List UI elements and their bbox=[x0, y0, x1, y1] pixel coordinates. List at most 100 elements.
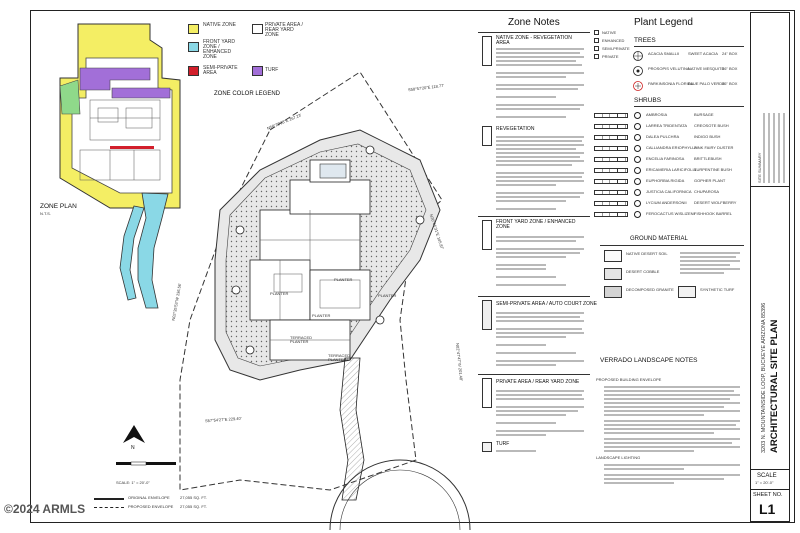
site-summary-box: SITE SUMMARY bbox=[751, 13, 789, 187]
shrub-symbol-icon bbox=[634, 123, 641, 130]
trees-heading: TREES bbox=[634, 37, 656, 44]
swatch-revegetation bbox=[482, 126, 492, 146]
shrub-name: LARREA TRIDENTATA bbox=[646, 123, 688, 128]
ground-swatch bbox=[604, 250, 622, 262]
key-box bbox=[594, 46, 599, 51]
graphic-scale bbox=[116, 461, 176, 466]
zone-notes-heading: PRIVATE AREA / REAR YARD ZONE bbox=[496, 379, 580, 385]
zone-notes-title: Zone Notes bbox=[508, 17, 560, 28]
key-label: SEMI-PRIVATE bbox=[602, 46, 630, 51]
project-address: 3203 N. MOUNTAINSIDE LOOP, BUCKEYE ARIZO… bbox=[761, 302, 767, 453]
tree-name: PROSOPIS VELUTINA bbox=[648, 66, 690, 71]
proposed-envelope-area: 27,055 SQ. FT. bbox=[180, 504, 207, 509]
shrub-symbol-icon bbox=[634, 156, 641, 163]
key-box bbox=[594, 54, 599, 59]
planter-label: PLANTER bbox=[378, 293, 397, 298]
tree-size: 24" BOX bbox=[722, 51, 738, 56]
key-label: PRIVATE bbox=[602, 54, 619, 59]
shrub-symbol-icon bbox=[634, 134, 641, 141]
shrub-common: BRITTLEBUSH bbox=[694, 156, 722, 161]
shrub-name: LYCIUM ANDERSONII bbox=[646, 200, 687, 205]
key-label: ENHANCED bbox=[602, 38, 625, 43]
shrub-name: FEROCACTUS WISLIZENI bbox=[646, 211, 695, 216]
tree-size: 36" BOX bbox=[722, 81, 738, 86]
plant-legend-panel: Plant Legend NATIVE ENHANCED SEMI-PRIVAT… bbox=[592, 14, 744, 234]
verrado-subheading: PROPOSED BUILDING ENVELOPE bbox=[596, 377, 662, 382]
ground-label: SYNTHETIC TURF bbox=[700, 287, 735, 292]
ground-label: NATIVE DESERT SOIL bbox=[626, 251, 668, 256]
zone-notes-heading: SEMI-PRIVATE AREA / AUTO COURT ZONE bbox=[496, 301, 597, 307]
shrub-zone-keys bbox=[594, 168, 628, 173]
shrub-symbol-icon bbox=[634, 211, 641, 218]
shrub-zone-keys bbox=[594, 124, 628, 129]
shrub-zone-keys bbox=[594, 212, 628, 217]
shrub-common: PINK FAIRY DUSTER bbox=[694, 145, 734, 150]
zone-front-yard bbox=[137, 192, 169, 309]
cul-de-sac bbox=[329, 459, 471, 530]
ground-material-title: GROUND MATERIAL bbox=[630, 236, 688, 242]
watermark: ©2024 ARMLS bbox=[4, 502, 86, 516]
swatch-private bbox=[482, 378, 492, 408]
zone-notes-heading: TURF bbox=[496, 441, 510, 447]
legend-label-front-yard: FRONT YARD ZONE / ENHANCED ZONE bbox=[203, 39, 235, 60]
verrado-notes-panel: VERRADO LANDSCAPE NOTES PROPOSED BUILDIN… bbox=[594, 350, 744, 520]
key-box bbox=[594, 30, 599, 35]
shrub-common: GOPHER PLANT bbox=[694, 178, 726, 183]
tree-symbols bbox=[633, 51, 643, 91]
zone-notes-heading: NATIVE ZONE - REVEGETATION AREA bbox=[496, 35, 572, 46]
legend-swatch-semi-private bbox=[188, 66, 199, 76]
shrub-common: TURPENTINE BUSH bbox=[694, 167, 732, 172]
planter-label: PLANTER bbox=[270, 291, 289, 296]
shrub-name: AMBROSIA bbox=[646, 112, 668, 117]
legend-label-native: NATIVE ZONE bbox=[203, 22, 236, 28]
swatch-front-yard bbox=[482, 220, 492, 250]
shrub-name: DALEA PULCHRA bbox=[646, 134, 680, 139]
shrub-common: CHUPAROSA bbox=[694, 189, 720, 194]
zone-notes-panel: Zone Notes NATIVE ZONE - REVEGETATION AR… bbox=[478, 14, 597, 514]
sheet-title: ARCHITECTURAL SITE PLAN bbox=[769, 319, 780, 453]
original-envelope-label: ORIGINAL ENVELOPE bbox=[128, 495, 170, 500]
tree-name: ACACIA SMALLII bbox=[648, 51, 680, 56]
ground-label: DECOMPOSED GRANITE bbox=[626, 287, 674, 292]
shrub-common: DESERT WOLFBERRY bbox=[694, 200, 737, 205]
shrub-name: CALLIANDRA ERIOPHYLLA bbox=[646, 145, 698, 150]
legend-swatch-turf bbox=[252, 66, 263, 76]
lot-boundary bbox=[179, 71, 443, 491]
shrub-symbol-icon bbox=[634, 145, 641, 152]
tree-size: 36" BOX bbox=[722, 66, 738, 71]
shrub-name: JUSTICIA CALIFORNICA bbox=[646, 189, 692, 194]
shrub-name: ENCELIA FARINOSA bbox=[646, 156, 685, 161]
planter-label: PLANTER bbox=[312, 313, 331, 318]
shrub-zone-keys bbox=[594, 157, 628, 162]
tree-name: PARKINSONIA FLORIDA bbox=[648, 81, 694, 86]
legend-swatch-native bbox=[188, 24, 199, 34]
shrub-zone-keys bbox=[594, 201, 628, 206]
summary-title: SITE SUMMARY bbox=[757, 152, 762, 183]
key-box bbox=[594, 38, 599, 43]
shrub-symbol-icon bbox=[634, 178, 641, 185]
zone-turf bbox=[79, 67, 151, 91]
ground-label: DESERT COBBLE bbox=[626, 269, 660, 274]
planter-label: TERRACED PLANTER bbox=[328, 353, 351, 362]
shrub-zone-keys bbox=[594, 113, 628, 118]
shrub-common: BURSAGE bbox=[694, 112, 714, 117]
shrub-common: INDIGO BUSH bbox=[694, 134, 721, 139]
zone-plan-drawing bbox=[59, 23, 181, 309]
shrub-zone-keys bbox=[594, 190, 628, 195]
ground-swatch bbox=[604, 268, 622, 280]
swatch-turf bbox=[482, 442, 492, 452]
site-plan-drawing bbox=[179, 71, 471, 530]
tree-common: NATIVE MESQUITE bbox=[688, 66, 725, 71]
shrub-symbol-icon bbox=[634, 189, 641, 196]
ground-swatch bbox=[604, 286, 622, 298]
plant-legend-title: Plant Legend bbox=[634, 17, 693, 28]
proposed-envelope-label: PROPOSED ENVELOPE bbox=[128, 504, 174, 509]
ground-material-panel: GROUND MATERIAL NATIVE DESERT SOIL DESER… bbox=[600, 236, 744, 326]
tree-common: BLUE PALO VERDE bbox=[688, 81, 725, 86]
zone-plan-scale: N.T.S. bbox=[40, 211, 51, 216]
north-label: N bbox=[131, 445, 135, 451]
legend-label-private: PRIVATE AREA / REAR YARD ZONE bbox=[265, 22, 303, 38]
legend-label-semi-private: SEMI-PRIVATE AREA bbox=[203, 65, 238, 76]
key-label: NATIVE bbox=[602, 30, 617, 35]
